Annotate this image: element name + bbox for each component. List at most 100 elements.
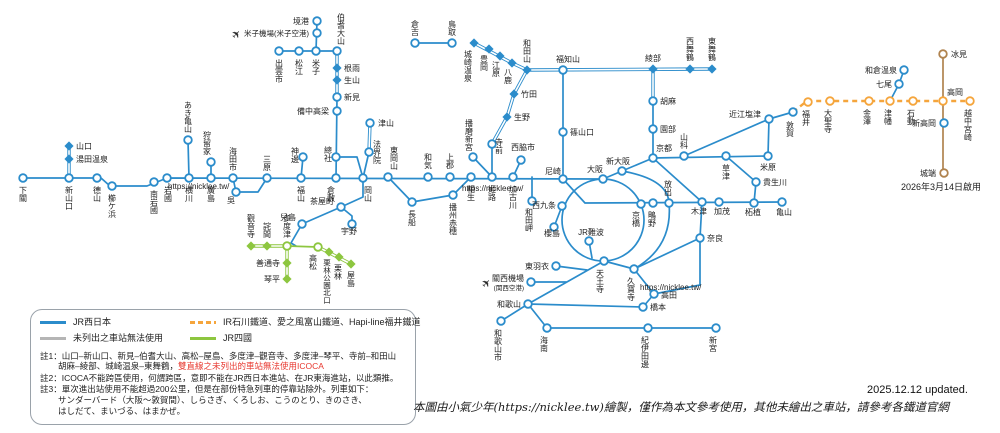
rail-line-kosei-line — [683, 118, 770, 157]
station-marker — [527, 196, 537, 206]
station-label: 山科 — [680, 132, 689, 150]
station-marker — [332, 92, 342, 102]
station-label: 和歌山市 — [494, 329, 503, 362]
station-marker — [332, 75, 342, 85]
station-label: 倉吉 — [411, 19, 420, 37]
station-marker — [648, 124, 658, 134]
station-marker — [313, 242, 323, 252]
station-label: 和気 — [424, 153, 433, 170]
station-marker — [558, 174, 568, 184]
station-label: 新山口 — [65, 185, 74, 210]
station-marker — [231, 187, 241, 197]
station-label: 上郡 — [446, 153, 455, 170]
station-label: 新大阪 — [606, 156, 630, 166]
station-marker — [423, 172, 433, 182]
station-marker — [358, 173, 368, 183]
station-label: 下關 — [19, 186, 28, 203]
station-label: 播州赤穗 — [449, 202, 458, 236]
station-marker — [749, 198, 759, 208]
station-label: 寺前 — [495, 138, 504, 155]
station-marker — [939, 118, 949, 128]
station-label: 胡麻 — [660, 96, 676, 106]
station-label: 横川 — [185, 185, 194, 202]
station-marker — [468, 152, 478, 162]
attribution-text: 本圖由小氣少年(https://nicklee.tw)繪製，僅作為本文參考使用，… — [413, 400, 949, 414]
station-label: JR難波 — [578, 227, 604, 237]
station-marker — [331, 173, 341, 183]
station-marker — [274, 46, 284, 56]
station-marker — [885, 96, 895, 106]
watermark: https://nicklee.tw/ — [640, 283, 702, 292]
station-label: 根雨 — [344, 63, 360, 73]
station-label: 出雲市 — [275, 58, 284, 84]
rail-line-kure-line — [232, 177, 268, 193]
station-label: 加茂 — [714, 206, 730, 216]
station-label: 西舞鶴 — [686, 37, 695, 62]
station-label: 放出 — [664, 179, 673, 197]
station-marker — [508, 172, 518, 182]
station-label: 廣島 — [207, 185, 216, 203]
station-marker — [346, 259, 356, 269]
rail-line-tozai-gakkentoshi-kansai — [562, 178, 783, 204]
station-marker — [487, 172, 497, 182]
rail-line-core-tsuyama-north — [368, 122, 371, 153]
station-label: 櫻島 — [544, 228, 560, 238]
rail-line-nara-line — [652, 157, 703, 203]
legend-box: JR西日本 IR石川鐵道、愛之風富山鐵道、Hapi-line福井鐵道 未列出之車… — [30, 309, 421, 425]
station-label: 善通寺 — [256, 258, 280, 268]
station-label: 鴫野 — [648, 210, 657, 227]
station-marker — [364, 147, 374, 157]
legend-item-jrwest: JR西日本 — [40, 317, 190, 328]
watermark: https://nicklee.tw/ — [168, 182, 230, 191]
station-label: 草津 — [722, 163, 731, 181]
station-marker — [262, 241, 272, 251]
legend-note-2: 註2：ICOCA不能跨區使用，何謂跨區，意即不能在JR西日本進站、在JR東海進站… — [40, 372, 399, 383]
station-marker — [466, 172, 476, 182]
station-label: 栗林 — [334, 264, 343, 281]
station-label: 生野 — [514, 112, 530, 122]
station-label: 琴平 — [264, 275, 280, 284]
station-label: 海南 — [540, 335, 549, 352]
station-label: 米原 — [760, 162, 776, 172]
station-marker — [584, 236, 594, 246]
station-label: 長船 — [408, 210, 417, 227]
station-label: 綾部 — [645, 53, 661, 63]
station-marker — [599, 256, 609, 266]
station-marker — [311, 46, 321, 56]
station-label: 德山 — [93, 185, 102, 203]
station-label: 高田 — [661, 290, 677, 300]
station-marker — [648, 198, 658, 208]
station-marker — [714, 197, 724, 207]
station-marker — [542, 323, 552, 333]
rail-line-kisei-line — [527, 303, 717, 329]
station-marker — [648, 96, 658, 106]
station-label: 關西機場 — [492, 273, 524, 283]
kansai-airport-sublabel: (関西空港) — [494, 283, 524, 292]
station-label: 豊岡 — [480, 54, 489, 72]
station-marker — [777, 197, 787, 207]
station-label: 東舞鶴 — [708, 36, 717, 62]
legend-item-unlisted: 未列出之車站無法使用 — [40, 333, 190, 344]
station-label: 高岡 — [947, 87, 963, 97]
station-label: 南岩國 — [150, 189, 159, 215]
station-marker — [526, 277, 536, 287]
station-marker — [523, 299, 533, 309]
station-label: 福井 — [802, 110, 811, 127]
station-marker — [294, 46, 304, 56]
station-label: 觀音寺 — [247, 213, 256, 238]
station-marker — [469, 38, 479, 48]
station-label: 法界院 — [373, 139, 382, 165]
station-label: 湯田温泉 — [76, 154, 108, 164]
rail-line-kibi-line — [335, 156, 364, 179]
johana-start-date-note: 2026年3月14日啟用 — [901, 181, 981, 192]
legend-label-unlisted: 未列出之車站無法使用 — [73, 333, 164, 344]
watermark: https://nicklee.tw/ — [462, 184, 524, 193]
station-marker — [228, 173, 238, 183]
note1-line2: 胡麻–綾部、城崎温泉–東舞鶴， — [58, 361, 178, 372]
station-label: 倉敷 — [327, 185, 336, 203]
station-label: 岩國 — [164, 185, 173, 203]
station-marker — [751, 177, 761, 187]
station-label: 生山 — [344, 75, 360, 85]
gray-line-swatch — [40, 337, 66, 341]
station-label: 新宮 — [709, 335, 718, 353]
